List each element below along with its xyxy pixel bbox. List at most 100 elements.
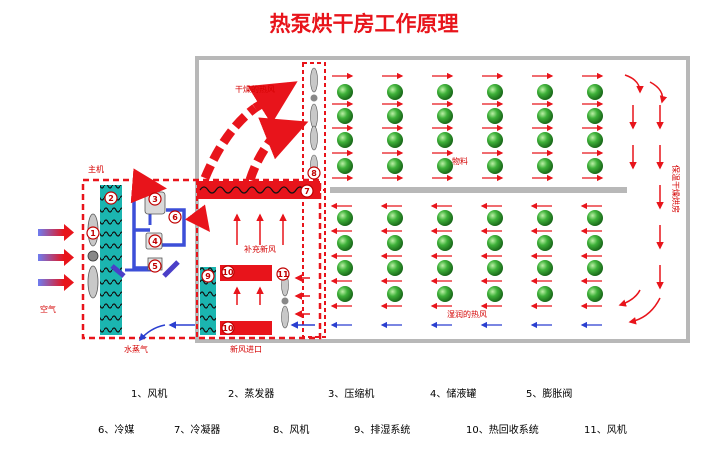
svg-text:7: 7 <box>304 187 310 196</box>
material-ball <box>487 158 503 174</box>
legend-item: 11、风机 <box>584 423 627 436</box>
condenser <box>197 181 320 199</box>
material-ball <box>587 235 603 251</box>
material-ball <box>487 84 503 100</box>
exhaust-coil <box>200 267 216 335</box>
legend-item: 3、压缩机 <box>328 387 374 400</box>
exhaust-arrows <box>139 321 315 342</box>
label-supplement-air: 补充新风 <box>244 244 276 254</box>
material-ball <box>337 286 353 302</box>
svg-text:11: 11 <box>277 270 289 279</box>
material-ball <box>337 210 353 226</box>
material-ball <box>337 260 353 276</box>
material-ball <box>437 260 453 276</box>
material-ball <box>487 235 503 251</box>
svg-text:8: 8 <box>311 169 317 178</box>
material-ball <box>437 84 453 100</box>
label-vapor: 水蒸气 <box>124 344 148 354</box>
fan-11-icon <box>281 273 289 329</box>
material-ball <box>387 260 403 276</box>
material-ball <box>337 108 353 124</box>
material-ball <box>537 158 553 174</box>
svg-text:4: 4 <box>152 237 158 246</box>
material-ball <box>537 235 553 251</box>
label-host: 主机 <box>88 164 104 174</box>
material-ball <box>537 108 553 124</box>
refrigerant-arrows <box>110 204 210 278</box>
material-ball <box>487 108 503 124</box>
material-ball <box>587 84 603 100</box>
svg-text:10: 10 <box>222 324 234 333</box>
supplement-air-arrows <box>233 213 310 318</box>
svg-text:10: 10 <box>222 268 234 277</box>
material-ball <box>537 286 553 302</box>
material-ball <box>387 108 403 124</box>
material-ball <box>537 84 553 100</box>
label-fresh-air-inlet: 新风进口 <box>230 344 262 354</box>
svg-text:1: 1 <box>90 229 96 238</box>
material-ball <box>337 235 353 251</box>
fan-8-icon <box>310 67 318 176</box>
label-material: 物料 <box>452 156 468 166</box>
material-ball <box>537 132 553 148</box>
legend-item: 8、风机 <box>273 423 309 436</box>
label-air: 空气 <box>40 304 56 314</box>
material-ball <box>437 286 453 302</box>
legend: 1、风机 2、蒸发器 3、压缩机 4、储液罐 5、膨胀阀 6、冷媒 7、冷凝器 … <box>98 387 627 436</box>
material-ball <box>387 210 403 226</box>
legend-item: 7、冷凝器 <box>174 423 220 436</box>
label-drying-room: 保温干燥烘房 <box>671 165 681 213</box>
svg-text:5: 5 <box>152 262 158 271</box>
material-ball <box>487 286 503 302</box>
hot-air-curve-arrows <box>130 81 309 204</box>
material-ball <box>487 132 503 148</box>
material-ball <box>587 108 603 124</box>
material-ball <box>337 158 353 174</box>
legend-item: 4、储液罐 <box>430 387 476 400</box>
material-ball <box>537 210 553 226</box>
right-down-arrows <box>618 74 668 325</box>
material-ball <box>537 260 553 276</box>
legend-item: 2、蒸发器 <box>228 387 274 400</box>
material-ball <box>587 286 603 302</box>
condenser-coil <box>199 186 313 194</box>
material-ball <box>387 235 403 251</box>
legend-item: 6、冷媒 <box>98 423 134 436</box>
material-ball <box>387 158 403 174</box>
material-ball <box>587 210 603 226</box>
svg-text:3: 3 <box>152 195 158 204</box>
label-dry-hot-air: 干燥的热风 <box>235 84 275 94</box>
material-ball <box>487 260 503 276</box>
material-ball <box>387 84 403 100</box>
material-ball <box>437 158 453 174</box>
svg-text:9: 9 <box>205 272 211 281</box>
material-ball <box>437 132 453 148</box>
material-ball <box>437 108 453 124</box>
material-ball <box>337 132 353 148</box>
material-ball <box>337 84 353 100</box>
label-humid-hot-air: 湿润的热风 <box>447 309 487 319</box>
airflow-arrows <box>330 72 604 329</box>
diagram-title: 热泵烘干房工作原理 <box>270 12 459 36</box>
material-ball <box>387 132 403 148</box>
host-unit <box>81 178 322 340</box>
inlet-air-arrows <box>38 224 74 291</box>
component-numbers: 1 2 3 4 5 6 7 8 9 10 10 11 <box>86 166 321 335</box>
legend-item: 10、热回收系统 <box>466 423 539 436</box>
legend-item: 5、膨胀阀 <box>526 387 572 400</box>
material-ball <box>437 210 453 226</box>
material-ball <box>437 235 453 251</box>
material-ball <box>487 210 503 226</box>
material-balls <box>337 84 603 302</box>
refrigerant-pipes <box>125 195 186 272</box>
svg-text:2: 2 <box>108 194 114 203</box>
material-ball <box>587 260 603 276</box>
material-ball <box>587 158 603 174</box>
legend-item: 1、风机 <box>131 387 167 400</box>
evaporator-coil <box>100 185 122 335</box>
svg-text:6: 6 <box>172 213 178 222</box>
material-ball <box>587 132 603 148</box>
material-ball <box>387 286 403 302</box>
legend-item: 9、排湿系统 <box>354 423 410 436</box>
